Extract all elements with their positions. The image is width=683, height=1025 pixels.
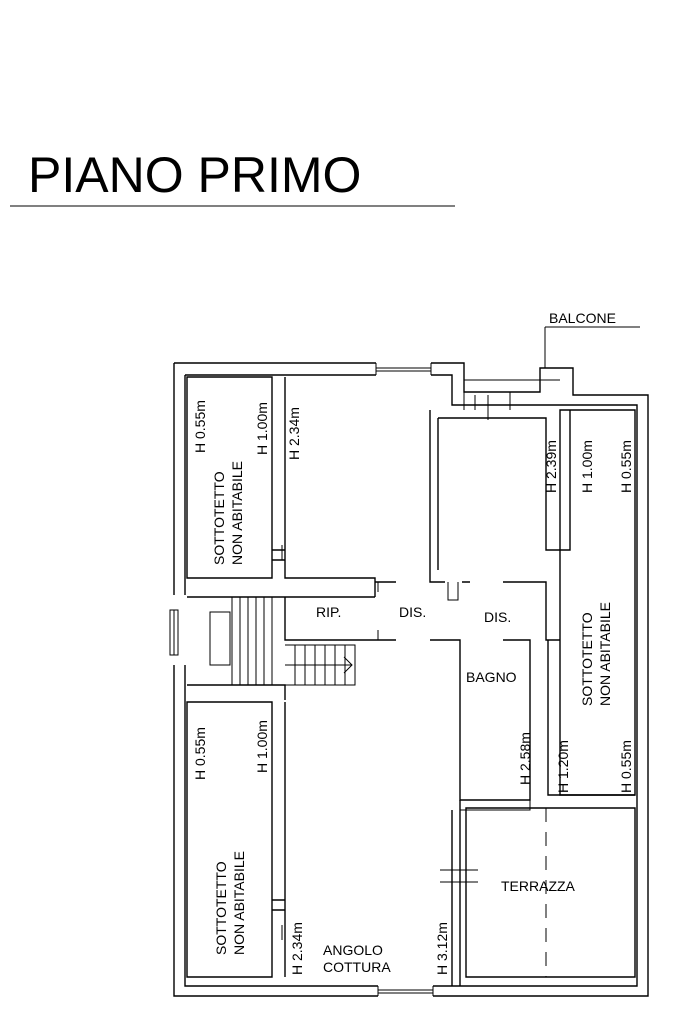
height-right-bottom-mid: H 1.20m [555, 740, 571, 793]
height-right-top-low: H 0.55m [618, 440, 634, 493]
height-room-top-left: H 2.34m [286, 407, 302, 460]
height-kitchen-right: H 3.12m [434, 922, 450, 975]
height-left-bottom-low: H 0.55m [192, 727, 208, 780]
label-cottura: COTTURA [323, 959, 391, 975]
height-left-top-mid: H 1.00m [254, 402, 270, 455]
height-annotations: H 0.55m H 1.00m H 2.34m H 2.39m H 1.00m … [192, 400, 634, 975]
staircase [209, 597, 356, 686]
height-kitchen-left: H 2.34m [289, 922, 305, 975]
label-dis-2: DIS. [484, 609, 511, 625]
label-non-abitabile-3: NON ABITABILE [597, 602, 613, 706]
label-balcone: BALCONE [549, 310, 616, 326]
exterior-walls [169, 362, 649, 997]
height-right-top-mid: H 1.00m [579, 440, 595, 493]
label-sottotetto-2: SOTTOTETTO [213, 861, 229, 955]
height-left-top-low: H 0.55m [192, 400, 208, 453]
label-terrazza: TERRAZZA [501, 878, 576, 894]
height-room-top-right: H 2.39m [543, 440, 559, 493]
label-rip: RIP. [316, 604, 341, 620]
label-sottotetto-1: SOTTOTETTO [211, 471, 227, 565]
interior-walls [186, 376, 636, 986]
label-non-abitabile-1: NON ABITABILE [229, 461, 245, 565]
plan-title: PIANO PRIMO [28, 147, 361, 203]
height-right-bottom-low: H 0.55m [618, 740, 634, 793]
label-angolo: ANGOLO [323, 942, 383, 958]
label-non-abitabile-2: NON ABITABILE [231, 851, 247, 955]
label-sottotetto-3: SOTTOTETTO [579, 612, 595, 706]
label-dis-1: DIS. [399, 604, 426, 620]
height-left-bottom-mid: H 1.00m [254, 720, 270, 773]
room-labels: RIP. DIS. DIS. BAGNO TERRAZZA ANGOLO COT… [211, 461, 613, 975]
balcone-leader [544, 326, 640, 368]
height-bagno: H 2.58m [517, 732, 533, 785]
label-bagno: BAGNO [466, 669, 517, 685]
